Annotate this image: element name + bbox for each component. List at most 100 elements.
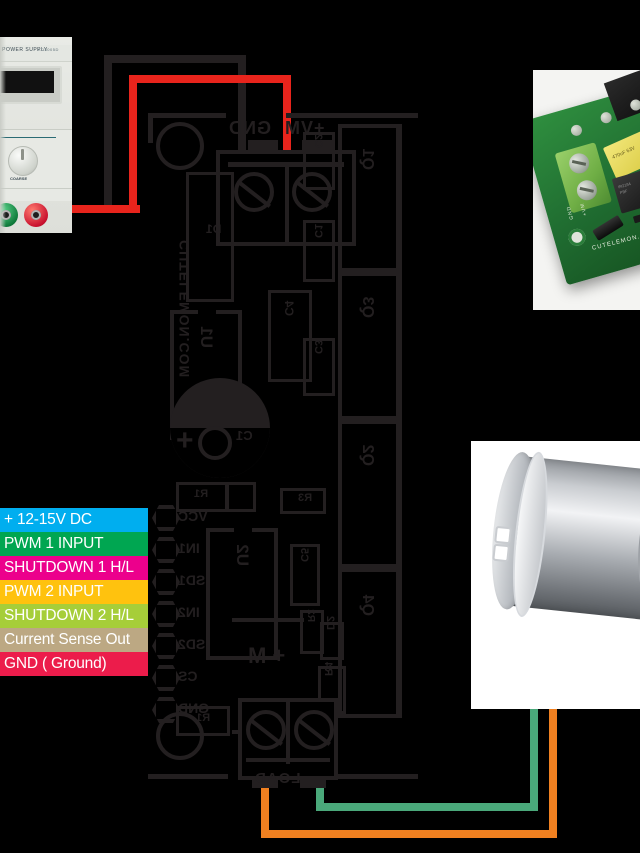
- pin-pad-in2[interactable]: [152, 601, 180, 627]
- wire-motor-orange-v-right: [549, 630, 557, 838]
- inset-capacitor-text: 470uF 63V: [611, 145, 637, 161]
- wire-ground-segment-h-top: [104, 55, 246, 63]
- mounting-hole-top-left: [156, 122, 204, 170]
- mosfet-q4: [338, 568, 400, 718]
- pin-label-sd1: SD1: [178, 572, 206, 588]
- part-r5-label: R1: [196, 712, 211, 724]
- wire-motor-orange-h: [261, 830, 557, 838]
- psu-coarse-knob[interactable]: [8, 146, 38, 176]
- part-c4: [268, 290, 312, 382]
- part-r1b: [226, 482, 256, 512]
- terminal-screw-load-1[interactable]: [246, 710, 286, 750]
- part-c2-label: C2: [312, 133, 324, 148]
- pin-pad-in1[interactable]: [152, 537, 180, 563]
- wire-ground-segment-drop: [238, 55, 246, 150]
- part-c1s: [303, 220, 335, 282]
- terminal-screw-vm[interactable]: [292, 172, 332, 212]
- wire-motor-orange-v-left: [261, 770, 269, 838]
- legend-row: + 12-15V DC: [0, 508, 148, 532]
- pin-label-in2: IN2: [178, 604, 200, 620]
- part-d2: [320, 622, 344, 660]
- part-c5: [290, 544, 320, 606]
- ic-u1-label: U1: [197, 326, 216, 348]
- wire-motor-green-v-left: [316, 770, 324, 810]
- mosfet-q1: [338, 124, 400, 272]
- legend-row-label: SHUTDOWN 2 H/L: [4, 607, 134, 624]
- part-d1-label: D1: [206, 222, 222, 236]
- mosfet-q2: [338, 420, 400, 568]
- terminal-screw-load-2[interactable]: [294, 710, 334, 750]
- legend-row: GND ( Ground): [0, 652, 148, 676]
- pcb-edge-left-upper: [148, 113, 153, 143]
- pcb-edge-top: [148, 113, 226, 118]
- driver-board-inset-photo: 470uF 63V IR2184 PBF GND +VM CUTELEMON.C…: [533, 70, 640, 310]
- mosfet-q4-label: Q4: [359, 594, 376, 616]
- motor-photo: [471, 441, 640, 709]
- psu-model-text: KD3005D: [38, 47, 59, 52]
- part-c3: [303, 338, 335, 396]
- part-r1-label: R1: [194, 488, 209, 500]
- inset-screw-1: [566, 151, 592, 176]
- inset-screw-2: [574, 177, 600, 203]
- wire-ground-segment-v: [104, 55, 112, 213]
- part-r3: [280, 488, 326, 514]
- wire-positive-segment-v-left: [129, 75, 137, 213]
- power-supply-photo: DC POWER SUPPLY KD3005D 00.0 Volt VOLTAG…: [0, 37, 72, 233]
- psu-display: 00.0 Volt: [0, 66, 62, 104]
- pcb-edge-bottom: [148, 774, 228, 779]
- capacitor-c1: + C1: [170, 378, 270, 478]
- pin-label-cs: CS: [178, 668, 198, 684]
- legend-row: SHUTDOWN 2 H/L: [0, 604, 148, 628]
- pin-pad-sd2[interactable]: [152, 633, 180, 659]
- part-c3-label: C3: [312, 339, 324, 354]
- terminal-top-tab-left: [248, 140, 278, 152]
- part-c1s-label: C1: [312, 223, 324, 238]
- mounting-hole-bottom-left: [156, 712, 204, 760]
- pin-pad-cs[interactable]: [152, 665, 180, 691]
- inset-pad-2: [599, 110, 613, 125]
- terminal-top-rail: [228, 162, 344, 167]
- legend-row-label: + 12-15V DC: [4, 511, 92, 528]
- motor-driver-pcb: CUTELEMON.COM GND +VM Q1 Q3 Q2 Q4 C2 C1 …: [148, 110, 418, 788]
- psu-brand-text: DC POWER SUPPLY: [0, 47, 48, 53]
- pcb-edge-top-right: [286, 113, 418, 118]
- pin-pad-vcc[interactable]: [152, 505, 180, 531]
- terminal-load-divider: [286, 702, 290, 764]
- inset-pad-1: [569, 123, 584, 138]
- terminal-top-tab-right: [302, 140, 332, 152]
- part-r5: [176, 706, 230, 736]
- inset-diode: [592, 214, 624, 241]
- mosfet-q3-label: Q3: [359, 296, 376, 318]
- legend-row: PWM 2 INPUT: [0, 580, 148, 604]
- wire-positive-segment-drop: [283, 75, 291, 150]
- pcb-edge-bottom-right: [338, 774, 418, 779]
- legend-row-label: SHUTDOWN 1 H/L: [4, 559, 134, 576]
- part-r3-label: R3: [298, 492, 313, 504]
- psu-positive-terminal[interactable]: [24, 203, 48, 227]
- wire-motor-green-v-right: [530, 612, 538, 811]
- legend-row: SHUTDOWN 1 H/L: [0, 556, 148, 580]
- mosfet-q3: [338, 272, 400, 420]
- terminal-screw-gnd[interactable]: [234, 172, 274, 212]
- capacitor-c1-label: C1: [236, 428, 253, 443]
- terminal-top-divider: [285, 166, 289, 246]
- wire-positive-segment-h-top: [129, 75, 291, 83]
- part-r2-label: R2: [305, 609, 316, 622]
- terminal-load-tab-right: [300, 778, 326, 788]
- dc-motor-body: [483, 448, 640, 631]
- pin-pad-sd1[interactable]: [152, 569, 180, 595]
- silkscreen-motor-polarity: + M: [248, 643, 286, 668]
- inset-pcb: 470uF 63V IR2184 PBF GND +VM CUTELEMON.C…: [533, 70, 640, 286]
- legend-row-label: Current Sense Out: [4, 631, 130, 648]
- part-c5-label: C5: [298, 547, 310, 562]
- part-d1: [186, 172, 234, 302]
- legend-row: PWM 1 INPUT: [0, 532, 148, 556]
- silkscreen-gnd: GND: [228, 118, 271, 138]
- ic-u2-label: U2: [233, 544, 252, 566]
- part-c4-label: C4: [282, 300, 296, 316]
- pin-label-vcc: VCC: [178, 508, 208, 524]
- terminal-load-tab-left: [252, 778, 278, 788]
- mosfet-q2-label: Q2: [359, 444, 376, 466]
- silkscreen-load: LOAD: [254, 770, 301, 787]
